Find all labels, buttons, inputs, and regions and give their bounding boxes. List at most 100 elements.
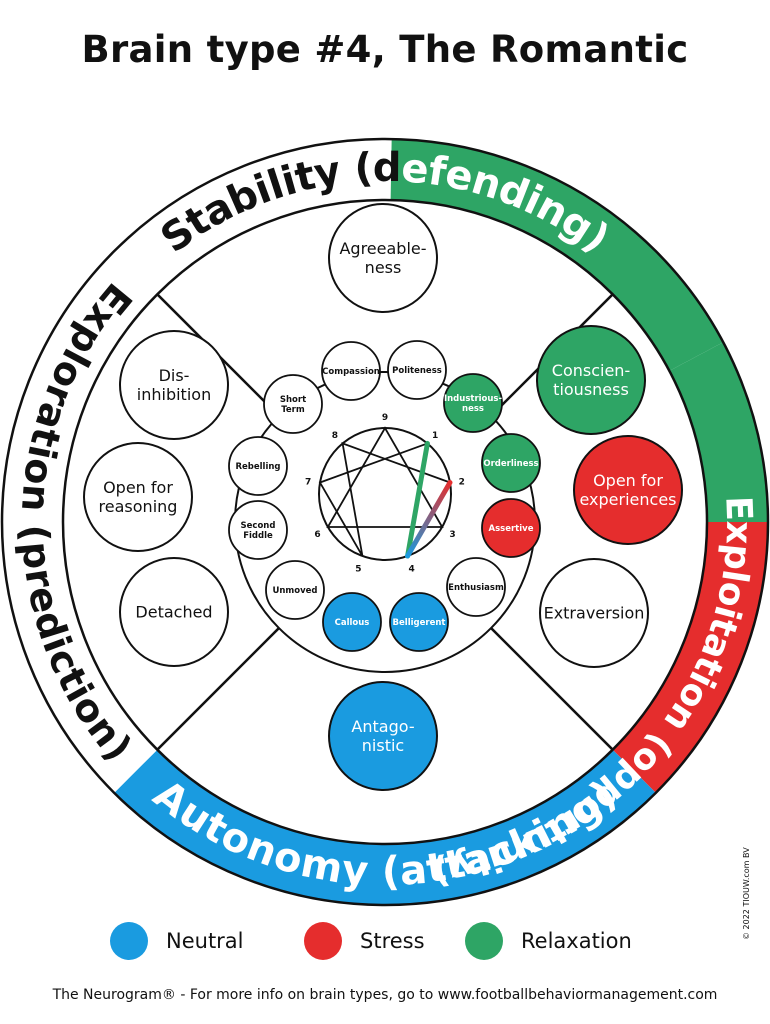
legend-stress-dot <box>304 922 342 960</box>
facet-circle-orderliness: Orderliness <box>481 433 541 493</box>
enneagram-number-8: 8 <box>332 431 338 441</box>
facet-circle-label: Politeness <box>392 366 442 376</box>
inner-ring-edge <box>61 198 709 846</box>
facet-circle-politeness: Politeness <box>387 340 447 400</box>
trait-circle-shape <box>328 681 438 791</box>
enneagram-number-5: 5 <box>355 564 361 574</box>
legend-neutral-dot <box>110 922 148 960</box>
page-title: Brain type #4, The Romantic <box>81 28 689 71</box>
trait-circle-shape <box>536 325 646 435</box>
legend-stress-label: Stress <box>360 929 425 953</box>
facet-circle-shape <box>387 340 447 400</box>
trait-circle-shape <box>573 435 683 545</box>
trait-circle-shape <box>328 203 438 313</box>
facet-circle-label: Belligerent <box>393 618 446 628</box>
trait-circle-label: Antago-nistic <box>351 717 414 755</box>
facet-circle-label: Unmoved <box>272 586 317 596</box>
facet-circle-label: Callous <box>335 618 370 628</box>
legend-relaxation-dot <box>465 922 503 960</box>
trait-circle-shape <box>83 442 193 552</box>
enneagram-line-4-2 <box>405 480 453 559</box>
legend-relaxation: Relaxation <box>465 922 632 960</box>
enneagram-number-9: 9 <box>382 413 388 423</box>
facet-circle-shape <box>389 592 449 652</box>
outer-ring-edge <box>0 137 770 907</box>
enneagram-triangle <box>326 426 444 528</box>
trait-circle-dis-inhibition: Dis-inhibition <box>119 330 229 440</box>
facet-circle-assertive: Assertive <box>481 498 541 558</box>
facet-circle-shape <box>481 433 541 493</box>
ring-segment-2 <box>390 139 724 371</box>
legend-relaxation-label: Relaxation <box>521 929 632 953</box>
trait-circle-label: Extraversion <box>544 604 645 623</box>
facet-circle-shape <box>443 373 503 433</box>
trait-circle-label: Conscien-tiousness <box>552 361 630 399</box>
facet-circle-unmoved: Unmoved <box>265 560 325 620</box>
trait-circle-label: Dis-inhibition <box>137 366 211 404</box>
facet-circle-enthusiasm: Enthusiasm <box>446 557 506 617</box>
legend-neutral-label: Neutral <box>166 929 244 953</box>
footer-text: The Neurogram® - For more info on brain … <box>52 987 718 1003</box>
facet-circle-shape <box>481 498 541 558</box>
ring-segment-4 <box>612 522 768 793</box>
facet-circle-label: Compassion <box>322 367 380 377</box>
facet-circle-shape <box>322 592 382 652</box>
legend-neutral: Neutral <box>110 922 244 960</box>
trait-circle-shape <box>119 557 229 667</box>
ring-segment-3 <box>669 342 768 522</box>
facet-circle-shape <box>265 560 325 620</box>
ring-segment-1 <box>114 139 392 295</box>
enneagram: 1 2 3 4 5 6 7 8 9 <box>305 413 465 574</box>
trait-circle-label: Agreeable-ness <box>339 239 426 277</box>
enneagram-number-7: 7 <box>305 477 311 487</box>
trait-circle-extraversion: Extraversion <box>539 558 649 668</box>
enneagram-number-3: 3 <box>449 530 455 540</box>
facet-circle-label: Orderliness <box>483 459 538 469</box>
outer-ring-borders <box>0 137 770 907</box>
copyright-text: © 2022 TIOUW.com BV <box>742 847 751 940</box>
trait-circle-detached: Detached <box>119 557 229 667</box>
enneagram-number-6: 6 <box>314 530 320 540</box>
facet-circle-label: Enthusiasm <box>448 583 504 593</box>
trait-circle-shape <box>539 558 649 668</box>
facet-circle-belligerent: Belligerent <box>389 592 449 652</box>
spoke-1 <box>490 627 614 751</box>
trait-circle-shape <box>119 330 229 440</box>
facet-circle-label: Industrious-ness <box>444 394 503 414</box>
trait-circle-label: Detached <box>135 603 212 622</box>
trait-circle-conscien-tiousness: Conscien-tiousness <box>536 325 646 435</box>
facet-circle-industrious-ness: Industrious-ness <box>443 373 503 433</box>
ring-segment-6 <box>2 251 158 793</box>
trait-circle-agreeable-ness: Agreeable-ness <box>328 203 438 313</box>
facet-circle-shape <box>446 557 506 617</box>
enneagram-circle <box>318 427 452 561</box>
enneagram-line-4-1 <box>405 440 430 559</box>
facet-circle-callous: Callous <box>322 592 382 652</box>
legend-stress: Stress <box>304 922 425 960</box>
facet-circle-shape <box>321 341 381 401</box>
trait-circle-antago-nistic: Antago-nistic <box>328 681 438 791</box>
facet-circle-rebelling: Rebelling <box>228 436 288 496</box>
ring-segment-5 <box>114 749 656 905</box>
spoke-2 <box>156 627 280 751</box>
facet-circle-label: Assertive <box>489 524 534 534</box>
facet-circle-compassion: Compassion <box>321 341 381 401</box>
facet-circles: Compassion PolitenessIndustrious-nessOrde… <box>228 340 541 652</box>
enneagram-number-4: 4 <box>409 564 415 574</box>
facet-circle-label: Rebelling <box>235 462 280 472</box>
facet-circle-shape <box>228 500 288 560</box>
enneagram-number-2: 2 <box>459 477 465 487</box>
facet-circle-shape <box>263 374 323 434</box>
enneagram-number-1: 1 <box>432 431 438 441</box>
facet-circle-shape <box>228 436 288 496</box>
